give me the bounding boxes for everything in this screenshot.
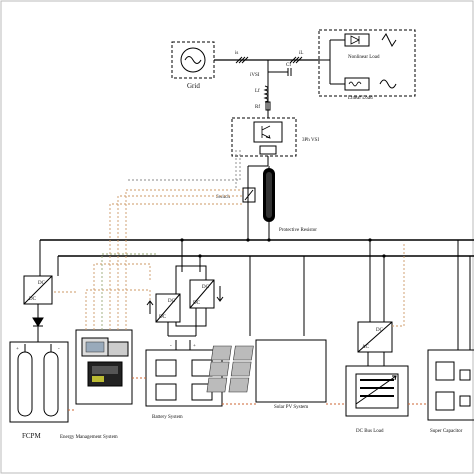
- supercap-label: Super Capacitor: [430, 429, 463, 434]
- lc-filter: Cf Lf Rf iVSI: [250, 60, 292, 118]
- fuel-cell-left: [17, 351, 33, 417]
- sine-waveform-icon: [379, 79, 397, 89]
- battery-cell-2: [191, 359, 213, 377]
- vsi-block: 3Ph VSI: [231, 117, 319, 240]
- fcpm-enclosure: [9, 341, 69, 423]
- igbt-icon: [261, 125, 271, 139]
- solar-panel-icon: [206, 345, 254, 393]
- dc-bus: [40, 238, 474, 258]
- dc-load-label: DC Bus Load: [356, 429, 384, 434]
- supercap-branch: Super Capacitor: [427, 240, 474, 434]
- fcpm-minus: -: [58, 347, 60, 352]
- fcpm-converter-dc-in: DC: [29, 297, 37, 302]
- filter-inductor-label: Lf: [255, 89, 260, 94]
- vsi-label: 3Ph VSI: [302, 138, 319, 143]
- battery-branch: DC DC DC DC - + Battery System: [145, 240, 224, 420]
- linear-load-icon: [344, 77, 370, 91]
- linear-load-label: Linear Load: [348, 96, 373, 101]
- control-signals: [52, 150, 405, 330]
- dc-load-branch: DC AC DC Bus Load: [345, 240, 409, 434]
- solar-label: Solar PV System: [274, 405, 308, 410]
- vsi-current-label: iVSI: [250, 73, 260, 78]
- battery-conv2-dc-bot: DC: [193, 301, 201, 306]
- dc-load-converter-dc: DC: [376, 328, 384, 333]
- ems-label: Energy Management System: [60, 435, 118, 440]
- fcpm-label: FCPM: [22, 432, 41, 440]
- filter-inductor-icon: [263, 85, 269, 103]
- grid-label: Grid: [187, 82, 200, 90]
- load-current-label: iL: [299, 51, 303, 56]
- battery-conv1-dc-bot: DC: [159, 315, 167, 320]
- filter-resistor-label: Rf: [255, 105, 260, 110]
- switch-box: [242, 187, 256, 203]
- fcpm-plus: +: [16, 347, 19, 352]
- battery-conv1-dc-top: DC: [168, 299, 176, 304]
- ac-loads: Nonlinear Load Linear Load: [318, 29, 416, 101]
- fcpm-converter-dc-out: DC: [38, 281, 46, 286]
- battery-minus: -: [170, 344, 172, 349]
- fcpm-branch: DC DC + - FCPM: [9, 240, 69, 440]
- ems-enclosure: [75, 329, 133, 405]
- battery-plus: +: [193, 344, 196, 349]
- battery-cell-1: [155, 359, 177, 377]
- variable-arrow-icon: [355, 375, 397, 405]
- solar-branch: Solar PV System: [206, 256, 327, 410]
- ems-block: Energy Management System: [60, 329, 133, 440]
- supercap-cell-2: [435, 391, 455, 411]
- braking-chopper: Switch Protective Resistor: [216, 166, 317, 240]
- switch-label: Switch: [216, 195, 230, 200]
- filter-cap-label: Cf: [286, 63, 291, 68]
- grid-current-label: is: [235, 51, 238, 56]
- supercap-enclosure: [427, 349, 474, 421]
- diode-rectifier-icon: [344, 33, 370, 47]
- nonlinear-load-label: Nonlinear Load: [348, 55, 380, 60]
- power-flow-arrows: [68, 377, 428, 411]
- bidirectional-arrow-icon: [216, 286, 224, 302]
- filter-resistor-icon: [265, 101, 271, 111]
- fuel-cell-right: [43, 351, 59, 417]
- battery-cell-3: [155, 383, 177, 401]
- solar-enclosure: [255, 339, 327, 403]
- ems-instrument-icon: [107, 341, 129, 357]
- supercap-cell-1: [435, 361, 455, 381]
- protective-resistor-label: Protective Resistor: [279, 228, 317, 233]
- battery-label: Battery System: [152, 415, 183, 420]
- battery-conv2-dc-top: DC: [202, 285, 210, 290]
- dc-load-converter-ac: AC: [362, 345, 370, 350]
- dc-load-enclosure: [345, 365, 409, 417]
- distorted-waveform-icon: [381, 33, 397, 47]
- ac-bus: is iL: [214, 51, 320, 64]
